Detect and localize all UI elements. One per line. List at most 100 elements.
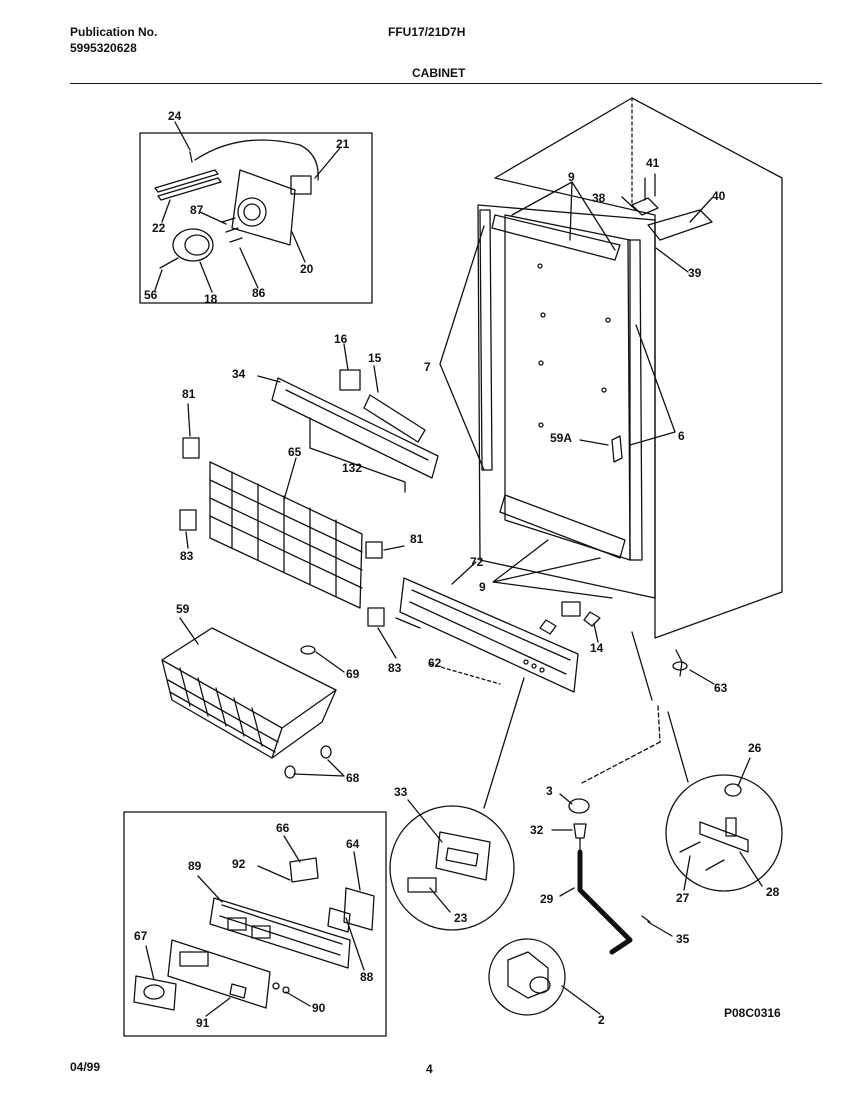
clip-81-top — [182, 437, 200, 459]
control-board-89 — [209, 897, 351, 969]
leader-7 — [439, 225, 485, 471]
light-tube-15 — [363, 394, 426, 443]
grille-rows — [209, 479, 363, 589]
strip-22-b — [157, 177, 222, 201]
callout-38: 38 — [592, 191, 606, 205]
screws-86-87 — [221, 217, 243, 243]
footer-date: 04/99 — [70, 1060, 101, 1074]
callout-32: 32 — [530, 823, 544, 837]
callout-22: 22 — [152, 221, 166, 235]
guide-line-a — [631, 631, 653, 701]
wire-harness — [194, 139, 319, 181]
drain-cap-3 — [568, 798, 590, 814]
basket-rim — [161, 627, 337, 729]
leader-18 — [199, 261, 213, 293]
callout-20: 20 — [300, 262, 314, 276]
hinge-pin — [725, 817, 737, 837]
leader-63 — [689, 669, 715, 685]
switch-23 — [407, 877, 437, 893]
leader-83-right — [377, 627, 397, 659]
leader-15 — [373, 365, 379, 393]
callout-62: 62 — [428, 656, 442, 670]
callout-56: 56 — [144, 288, 158, 302]
callout-29: 29 — [540, 892, 554, 906]
evap-cover-rib — [285, 389, 429, 461]
leader-87 — [199, 211, 227, 225]
leader-56 — [154, 269, 163, 291]
breaker-strip-top — [491, 214, 621, 261]
publication-label: Publication No. — [70, 25, 158, 39]
callout-23: 23 — [454, 911, 468, 925]
thermostat-block — [561, 601, 581, 617]
bracket-33 — [435, 831, 491, 881]
breaker-strip-left — [479, 209, 493, 471]
hinge-inset — [579, 631, 783, 892]
callout-9-bottom: 9 — [479, 580, 486, 594]
leader-20 — [291, 231, 306, 263]
clamp-35 — [641, 915, 651, 923]
clip-83-left — [179, 509, 197, 531]
leader-27 — [683, 855, 691, 891]
switch-66 — [289, 857, 319, 883]
leader-34 — [257, 375, 281, 383]
grille-group — [179, 403, 405, 659]
callout-83-left: 83 — [180, 549, 194, 563]
leader-40 — [689, 197, 713, 223]
leader-39 — [655, 247, 689, 273]
knob-small — [539, 619, 557, 635]
grille-65 — [209, 461, 363, 609]
callout-67: 67 — [134, 929, 148, 943]
callout-83-right: 83 — [388, 661, 402, 675]
callout-59a: 59A — [550, 431, 572, 445]
basket-wires-h — [167, 679, 279, 753]
callout-15: 15 — [368, 351, 382, 365]
leader-26 — [737, 757, 751, 787]
callout-labels: 24 21 22 87 20 56 18 86 16 15 34 81 65 1… — [134, 109, 780, 1030]
leader-59a — [579, 439, 609, 446]
leader-16 — [343, 343, 349, 371]
screw-56 — [159, 257, 179, 269]
callout-65: 65 — [288, 445, 302, 459]
bottom-hinge-28 — [699, 821, 749, 853]
strip-22-a — [154, 169, 219, 193]
clip-83-right — [367, 607, 385, 627]
callout-72: 72 — [470, 555, 484, 569]
cabinet-opening — [477, 204, 656, 599]
page-number: 4 — [426, 1062, 433, 1076]
callout-87: 87 — [190, 203, 204, 217]
switch-16 — [339, 369, 361, 391]
model-number: FFU17/21D7H — [388, 25, 466, 39]
leader-62-b — [429, 663, 501, 685]
callout-132: 132 — [342, 461, 362, 475]
callout-88: 88 — [360, 970, 374, 984]
screws-27 — [679, 841, 725, 871]
leader-9-bottom — [492, 539, 613, 599]
evaporator-cover-group — [257, 343, 439, 493]
bulb-18 — [172, 228, 214, 262]
drain-fitting-2 — [507, 951, 549, 999]
leader-86 — [239, 247, 259, 289]
callout-18: 18 — [204, 292, 218, 306]
switch-inset-leader — [483, 677, 525, 809]
callout-41: 41 — [646, 156, 660, 170]
callout-59: 59 — [176, 602, 190, 616]
switch-21 — [290, 175, 312, 195]
leader-24 — [174, 121, 191, 151]
bracket-33-slot — [445, 847, 479, 867]
screws-41 — [644, 173, 656, 201]
drain-plug-32 — [573, 823, 587, 839]
breaker-strip-bottom — [499, 494, 626, 559]
diagram-code: P08C0316 — [724, 1006, 781, 1020]
light-inset-frame — [139, 132, 373, 304]
callout-7: 7 — [424, 360, 431, 374]
leader-88 — [345, 917, 365, 971]
callout-34: 34 — [232, 367, 246, 381]
control-panel-62 — [399, 577, 579, 693]
bracket-64 — [343, 887, 375, 931]
callout-2: 2 — [598, 1013, 605, 1027]
liner — [504, 214, 631, 561]
drain-fitting-circle — [488, 938, 566, 1016]
light-assembly-inset — [139, 121, 373, 304]
callout-3: 3 — [546, 784, 553, 798]
